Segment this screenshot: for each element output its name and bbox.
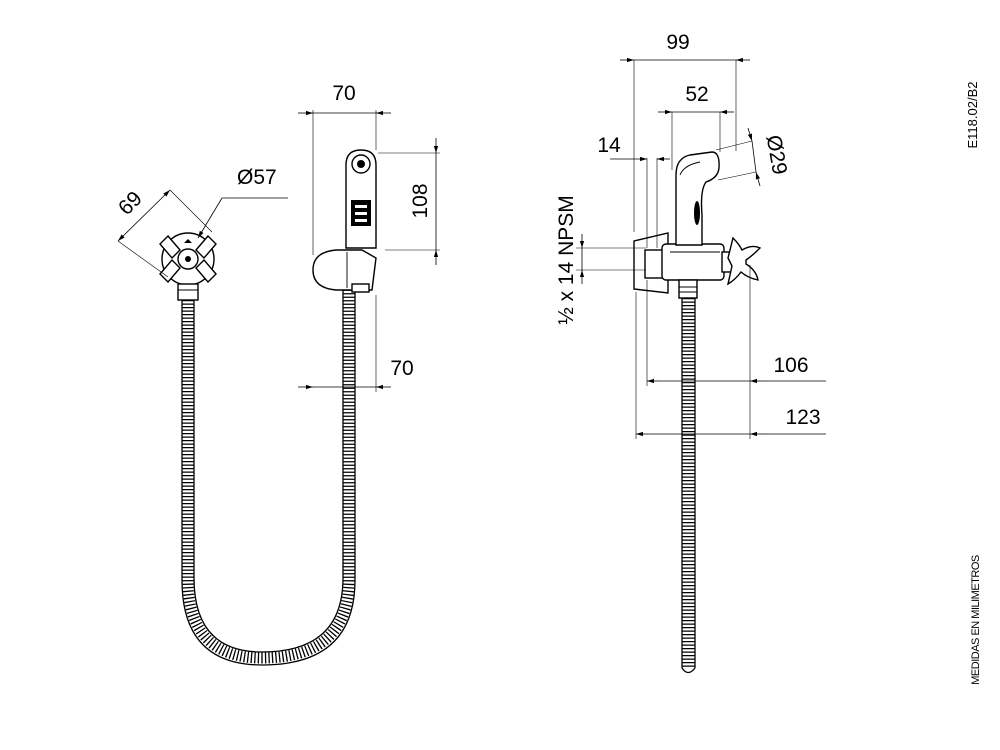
dim-valve-depth: 106	[646, 265, 826, 386]
dim-label-106: 106	[773, 354, 808, 377]
dim-plate-offset: 14	[597, 134, 670, 248]
dim-hose-offset: 70	[298, 295, 414, 392]
hose-side	[681, 298, 696, 674]
dim-overall-width: 99	[620, 31, 750, 232]
dim-label-52: 52	[685, 83, 708, 106]
drawing-code: E118.02/B2	[965, 82, 980, 149]
dim-label-108: 108	[409, 183, 432, 218]
cross-handle-front	[159, 232, 217, 301]
front-view: 69 Ø57 70 108	[114, 82, 440, 666]
dim-label-diameter-57: Ø57	[237, 166, 277, 189]
dim-thread: ½ x 14 NPSM	[555, 195, 646, 325]
dim-handle-diameter: Ø57	[197, 166, 288, 239]
dim-holder-width: 70	[298, 82, 391, 255]
side-view: 99 52 14 Ø29	[555, 31, 826, 674]
dim-head-height: 108	[378, 138, 440, 265]
dim-head-width: 52	[658, 83, 734, 170]
dim-label-99: 99	[666, 31, 689, 54]
hand-shower-front	[312, 149, 377, 293]
dim-total-depth: 123	[635, 292, 826, 439]
thread-label: ½ x 14 NPSM	[555, 195, 578, 325]
units-note: MEDIDAS EN MILIMETROS	[970, 555, 982, 685]
dim-label-70-bottom: 70	[390, 357, 413, 380]
dim-label-diameter-29: Ø29	[762, 133, 792, 176]
dim-label-14: 14	[597, 134, 621, 157]
dim-label-69: 69	[114, 187, 147, 220]
dim-label-123: 123	[785, 406, 820, 429]
hand-shower-side	[675, 151, 720, 246]
valve-side	[633, 232, 762, 299]
dim-head-diameter: Ø29	[715, 127, 792, 187]
dim-label-70-top: 70	[332, 82, 355, 105]
hose-front	[181, 290, 356, 666]
